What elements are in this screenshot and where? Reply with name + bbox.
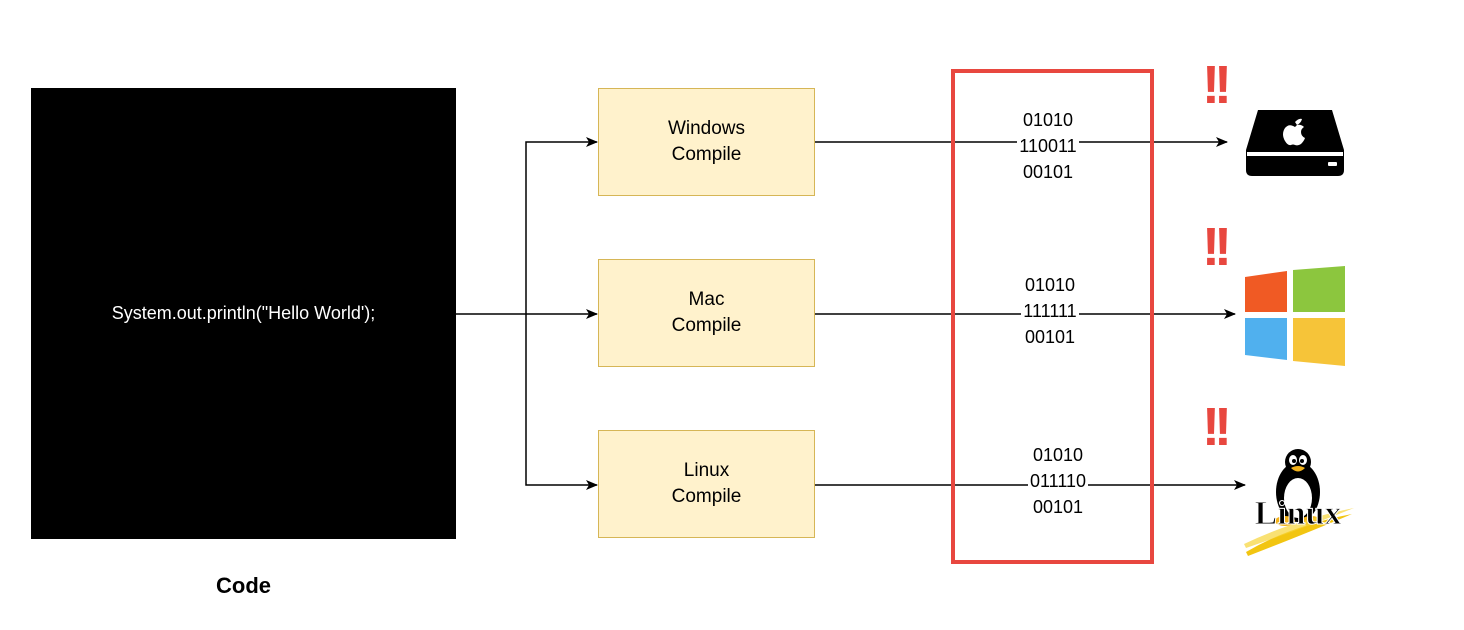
- binary-line: 110011: [1017, 133, 1079, 159]
- compile-label-platform: Linux: [683, 460, 730, 481]
- binary-line: 01010: [1020, 107, 1076, 133]
- mac-compile-box: Mac Compile: [598, 259, 815, 367]
- windows-compile-box: Windows Compile: [598, 88, 815, 196]
- binary-line: 01010: [1030, 442, 1086, 468]
- binary-line: 00101: [1022, 324, 1078, 350]
- warning-mark: !!: [1202, 397, 1232, 457]
- linux-compile-box: Linux Compile: [598, 430, 815, 538]
- binary-line: 00101: [1020, 159, 1076, 185]
- compile-label-action: Compile: [671, 486, 742, 507]
- binary-output-linux: 01010 011110 00101: [988, 442, 1128, 520]
- compile-label-platform: Windows: [667, 118, 746, 139]
- warning-mark: !!: [1202, 55, 1232, 115]
- binary-output-windows: 01010 110011 00101: [978, 107, 1118, 185]
- linux-tux-icon: Linux: [1244, 449, 1354, 556]
- code-block: System.out.println("Hello World');: [31, 88, 456, 539]
- code-caption: Code: [216, 573, 271, 598]
- binary-output-mac: 01010 111111 00101: [980, 272, 1120, 350]
- binary-line: 00101: [1030, 494, 1086, 520]
- windows-logo-icon: [1245, 266, 1345, 366]
- linux-logo-text: Linux: [1255, 495, 1342, 532]
- warning-mark: !!: [1202, 217, 1232, 277]
- arrow-code-to-windows: [525, 137, 598, 314]
- arrow-code-to-linux: [525, 314, 598, 490]
- binary-line: 111111: [1021, 298, 1079, 324]
- compile-label-action: Compile: [671, 315, 742, 336]
- binary-line: 01010: [1022, 272, 1078, 298]
- binary-line: 011110: [1027, 468, 1089, 494]
- binary-highlight-frame: [951, 69, 1154, 564]
- compile-label-action: Compile: [671, 144, 742, 165]
- compile-label-platform: Mac: [688, 289, 725, 310]
- code-snippet: System.out.println("Hello World');: [111, 303, 376, 323]
- mac-mini-icon: [1246, 110, 1344, 176]
